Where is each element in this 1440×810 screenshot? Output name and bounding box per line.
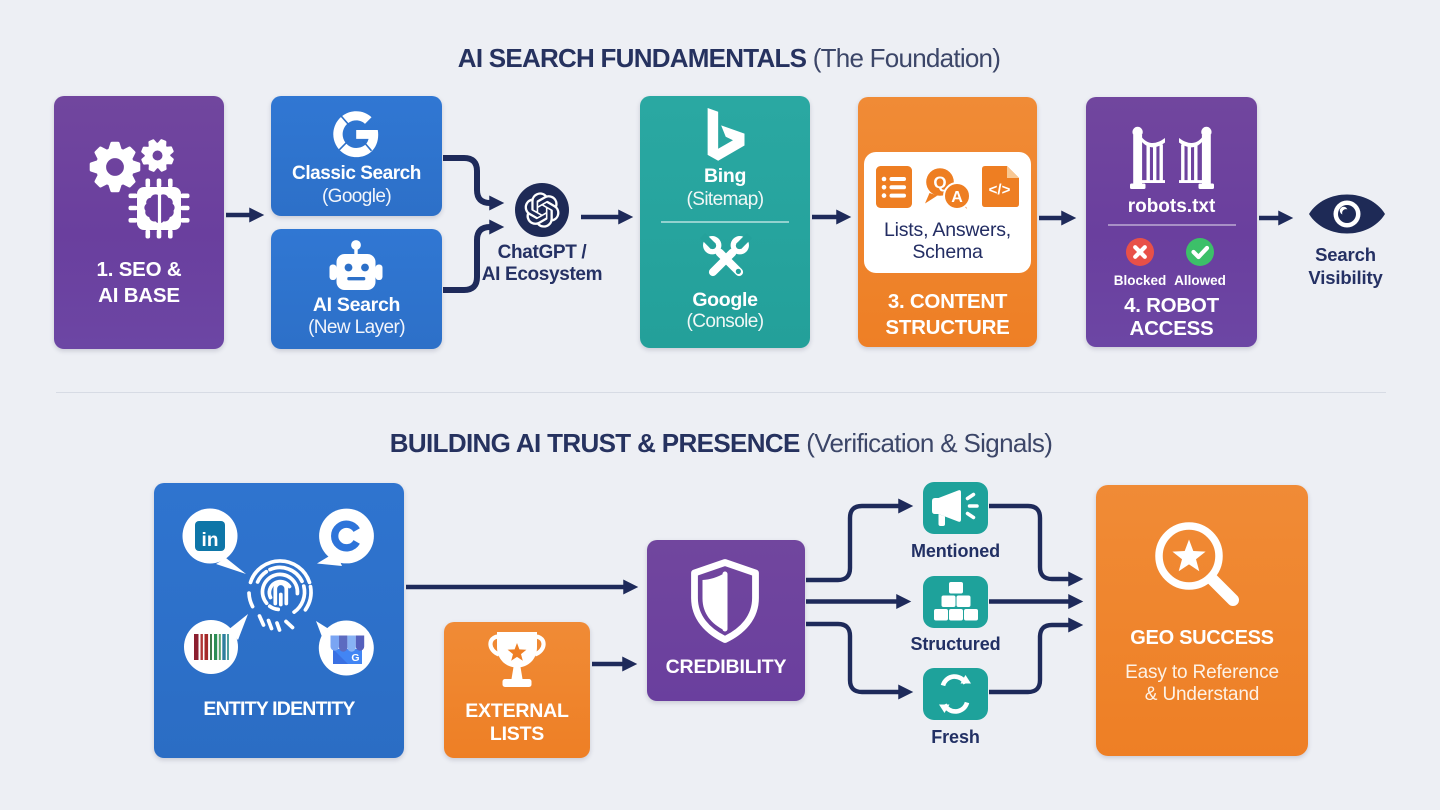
svg-text:in: in [202,530,219,551]
svg-text:Q: Q [933,173,946,192]
svg-text:</>: </> [989,182,1011,199]
svg-text:A: A [951,189,963,206]
svg-text:Blocked: Blocked [1114,273,1167,288]
svg-text:Allowed: Allowed [1174,273,1226,288]
svg-text:G: G [351,652,359,664]
